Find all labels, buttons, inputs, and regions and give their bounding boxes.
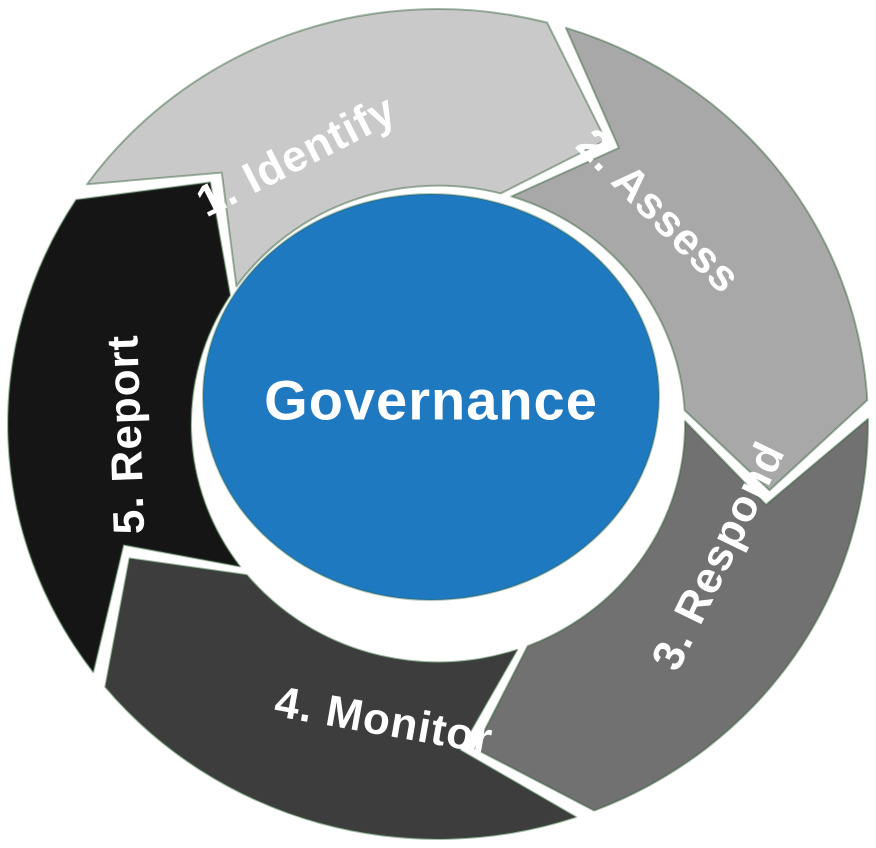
governance-center-circle [202, 193, 660, 601]
segment-label-report: 5. Report [98, 334, 154, 535]
segment-monitor [104, 557, 577, 840]
segment-assess [510, 26, 869, 492]
governance-label: Governance [264, 369, 598, 432]
segment-report [7, 181, 241, 673]
segment-respond [474, 417, 869, 812]
segment-identify [86, 8, 607, 288]
segments-layer [7, 8, 869, 840]
